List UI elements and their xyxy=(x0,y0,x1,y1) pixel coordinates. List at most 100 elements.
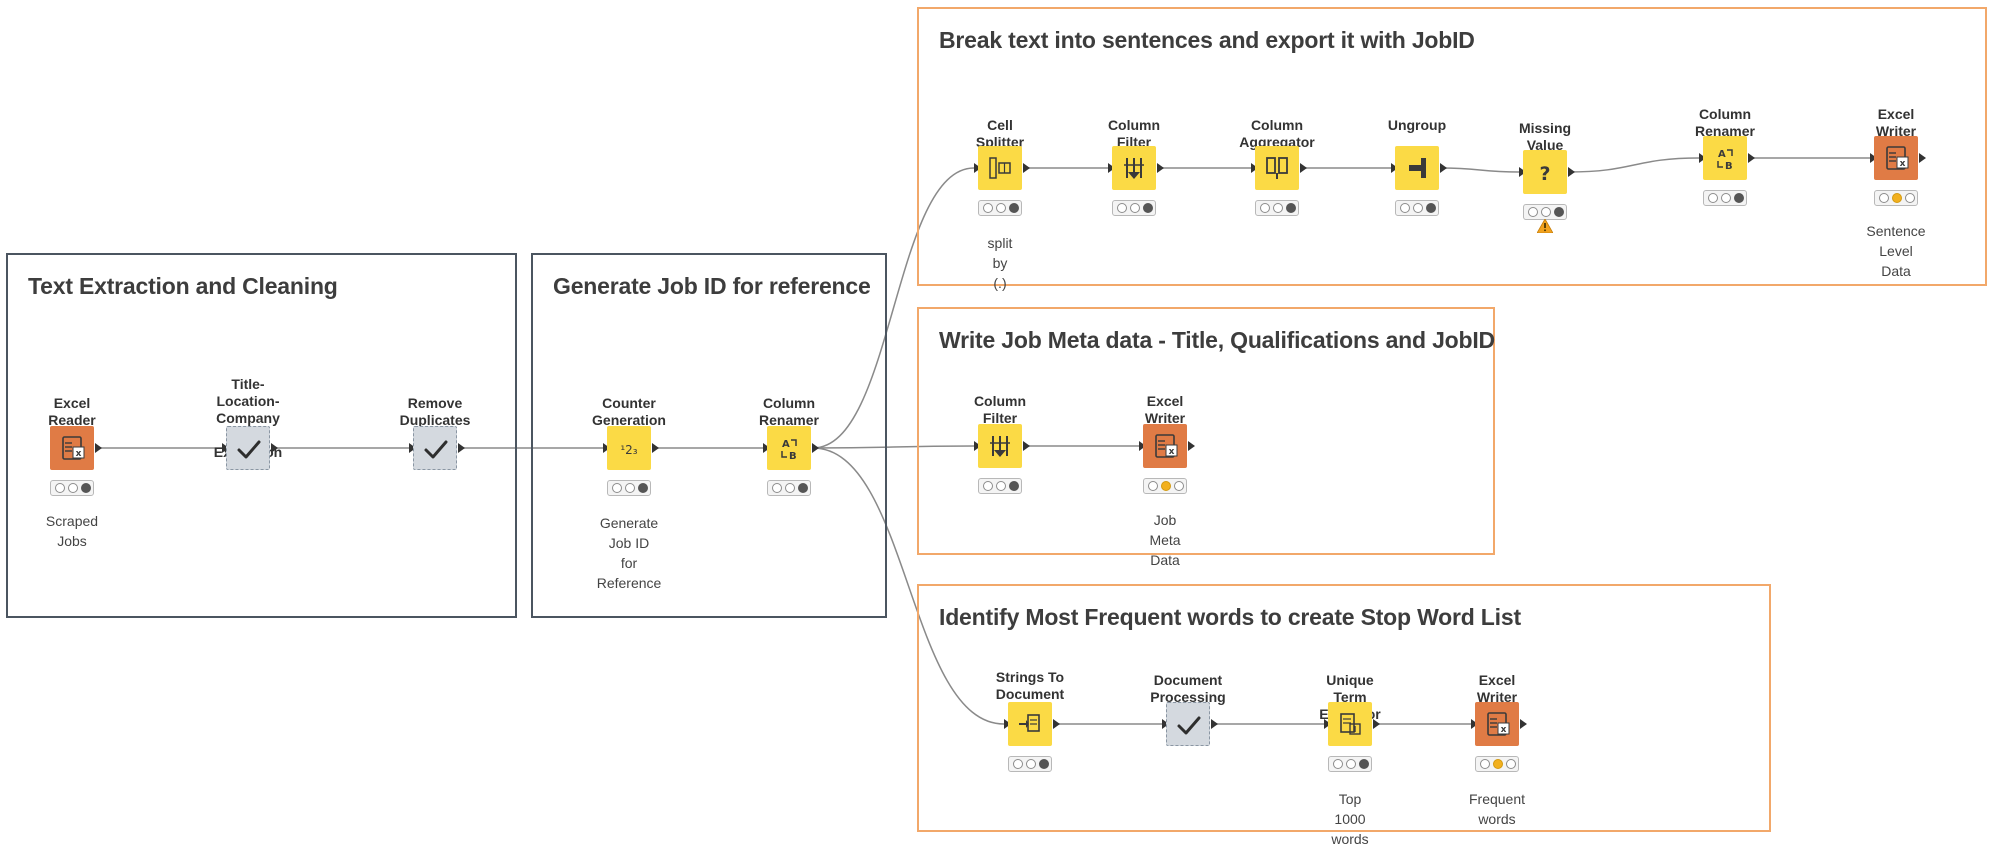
input-port[interactable] xyxy=(974,163,981,173)
status-dot xyxy=(1260,203,1270,213)
node-label: Column Filter xyxy=(973,393,1027,426)
status-dot xyxy=(1480,759,1490,769)
column-renamer-icon[interactable]: A B xyxy=(767,426,811,470)
connection-line[interactable] xyxy=(1440,167,1520,173)
group-title: Write Job Meta data - Title, Qualificati… xyxy=(939,327,1495,353)
output-port[interactable] xyxy=(1300,163,1307,173)
group-generate-job-id[interactable]: Generate Job ID for reference xyxy=(531,253,887,618)
input-port[interactable] xyxy=(974,441,981,451)
input-port[interactable] xyxy=(1251,163,1258,173)
status-dot xyxy=(625,483,635,493)
excel-writer-icon[interactable]: x xyxy=(1874,136,1918,180)
connection-line[interactable] xyxy=(1568,157,1700,173)
svg-text:?: ? xyxy=(1539,163,1550,185)
metanode-check-icon[interactable] xyxy=(1166,702,1210,746)
output-port[interactable] xyxy=(1157,163,1164,173)
output-port[interactable] xyxy=(1211,719,1218,729)
output-port[interactable] xyxy=(1023,441,1030,451)
status-dot xyxy=(612,483,622,493)
input-port[interactable] xyxy=(222,443,229,453)
column-aggregator-icon[interactable] xyxy=(1255,146,1299,190)
input-port[interactable] xyxy=(1870,153,1877,163)
input-port[interactable] xyxy=(1699,153,1706,163)
output-port[interactable] xyxy=(1440,163,1447,173)
status-traffic-light xyxy=(1475,756,1519,772)
status-dot xyxy=(983,203,993,213)
connection-line[interactable] xyxy=(812,445,975,449)
status-dot xyxy=(996,481,1006,491)
input-port[interactable] xyxy=(1108,163,1115,173)
missing-value-icon[interactable]: ? xyxy=(1523,150,1567,194)
status-dot xyxy=(983,481,993,491)
node-label: Column Renamer xyxy=(759,395,819,428)
output-port[interactable] xyxy=(1053,719,1060,729)
column-renamer-icon[interactable]: A B xyxy=(1703,136,1747,180)
status-dot xyxy=(1161,481,1171,491)
output-port[interactable] xyxy=(271,443,278,453)
strings-to-document-icon[interactable] xyxy=(1008,702,1052,746)
group-title: Text Extraction and Cleaning xyxy=(28,273,338,299)
cell-splitter-icon[interactable] xyxy=(978,146,1022,190)
input-port[interactable] xyxy=(603,443,610,453)
output-port[interactable] xyxy=(1023,163,1030,173)
input-port[interactable] xyxy=(763,443,770,453)
node-label: Column Renamer xyxy=(1695,106,1755,139)
output-port[interactable] xyxy=(1748,153,1755,163)
column-filter-icon[interactable] xyxy=(978,424,1022,468)
excel-writer-icon[interactable]: x xyxy=(1475,702,1519,746)
status-dot xyxy=(1359,759,1369,769)
input-port[interactable] xyxy=(409,443,416,453)
status-traffic-light xyxy=(1523,204,1567,220)
status-dot xyxy=(798,483,808,493)
node-caption: Job Meta Data xyxy=(1149,512,1181,568)
node-label: Excel Writer xyxy=(1875,106,1917,139)
input-port[interactable] xyxy=(1162,719,1169,729)
svg-text:A: A xyxy=(1718,149,1726,160)
output-port[interactable] xyxy=(652,443,659,453)
status-dot xyxy=(1708,193,1718,203)
output-port[interactable] xyxy=(1188,441,1195,451)
svg-text:A: A xyxy=(782,439,790,450)
group-title: Identify Most Frequent words to create S… xyxy=(939,604,1521,630)
output-port[interactable] xyxy=(1568,167,1575,177)
input-port[interactable] xyxy=(1519,167,1526,177)
group-text-extraction[interactable]: Text Extraction and Cleaning xyxy=(6,253,517,618)
ungroup-icon[interactable] xyxy=(1395,146,1439,190)
group-break-sentences[interactable]: Break text into sentences and export it … xyxy=(917,7,1987,286)
svg-text:¹2₃: ¹2₃ xyxy=(620,443,637,457)
input-port[interactable] xyxy=(1324,719,1331,729)
node-label: Excel Reader xyxy=(48,395,96,428)
counter-icon[interactable]: ¹2₃ xyxy=(607,426,651,470)
node-caption: Top 1000 words xyxy=(1331,791,1369,847)
svg-text:x: x xyxy=(1501,725,1507,735)
status-dot xyxy=(1426,203,1436,213)
unique-term-extractor-icon[interactable] xyxy=(1328,702,1372,746)
node-label: Counter Generation xyxy=(592,395,666,428)
group-frequent-words[interactable]: Identify Most Frequent words to create S… xyxy=(917,584,1771,832)
input-port[interactable] xyxy=(1391,163,1398,173)
input-port[interactable] xyxy=(1004,719,1011,729)
output-port[interactable] xyxy=(1520,719,1527,729)
input-port[interactable] xyxy=(1471,719,1478,729)
metanode-check-icon[interactable] xyxy=(413,426,457,470)
connection-line[interactable] xyxy=(812,167,975,449)
output-port[interactable] xyxy=(95,443,102,453)
status-dot xyxy=(1541,207,1551,217)
output-port[interactable] xyxy=(1919,153,1926,163)
status-dot xyxy=(1721,193,1731,203)
connection-line[interactable] xyxy=(812,447,1005,725)
status-dot xyxy=(1734,193,1744,203)
excel-reader-icon[interactable]: x xyxy=(50,426,94,470)
input-port[interactable] xyxy=(1139,441,1146,451)
status-dot xyxy=(1174,481,1184,491)
output-port[interactable] xyxy=(1373,719,1380,729)
status-dot xyxy=(81,483,91,493)
column-filter-icon[interactable] xyxy=(1112,146,1156,190)
group-job-meta[interactable]: Write Job Meta data - Title, Qualificati… xyxy=(917,307,1495,555)
status-dot xyxy=(1148,481,1158,491)
output-port[interactable] xyxy=(458,443,465,453)
excel-writer-icon[interactable]: x xyxy=(1143,424,1187,468)
metanode-check-icon[interactable] xyxy=(226,426,270,470)
output-port[interactable] xyxy=(812,443,819,453)
